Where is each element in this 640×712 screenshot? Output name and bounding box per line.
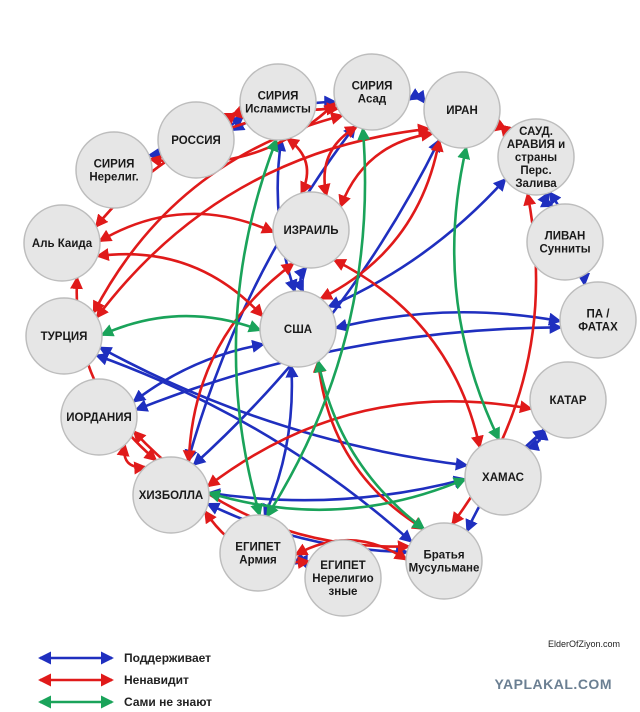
node-label: ЛИВАН: [545, 231, 586, 243]
node-pa_fatah: ПА /ФАТАХ: [559, 281, 637, 359]
relation-support-syria_asad-iran: [407, 88, 426, 105]
relation-hate-iran-turkey: [95, 123, 431, 319]
watermark-text: YAPLAKAL.COM: [495, 676, 613, 692]
legend-item-support: Поддерживает: [38, 651, 211, 665]
node-label: Асад: [358, 94, 387, 106]
node-circle: [304, 539, 382, 617]
node-circle: [526, 203, 604, 281]
legend-item-unknown: Сами не знают: [38, 695, 212, 709]
node-circle: [219, 514, 297, 592]
node-label: ЕГИПЕТ: [320, 560, 365, 572]
node-circle: [75, 131, 153, 209]
node-label: Сунниты: [539, 244, 590, 256]
node-circle: [239, 63, 317, 141]
node-circle: [132, 456, 210, 534]
node-label: США: [284, 324, 312, 336]
node-circle: [60, 378, 138, 456]
node-label: АРАВИЯ и: [507, 139, 565, 151]
node-usa: США: [259, 290, 337, 368]
node-circle: [529, 361, 607, 439]
node-iran: ИРАН: [423, 71, 501, 149]
node-jordan: ИОРДАНИЯ: [60, 378, 138, 456]
relation-support-pa_fatah-jordan: [134, 320, 563, 412]
node-label: Нерелигио: [312, 573, 373, 585]
node-circle: [157, 101, 235, 179]
legend-support-label: Поддерживает: [124, 651, 211, 665]
node-label: ЕГИПЕТ: [235, 542, 280, 554]
node-label: РОССИЯ: [171, 135, 221, 147]
node-russia: РОССИЯ: [157, 101, 235, 179]
node-circle: [559, 281, 637, 359]
legend-hate-label: Ненавидит: [124, 673, 189, 687]
relation-unknown-usa-muslim_brothers: [313, 359, 426, 530]
nodes-layer: СИРИЯИсламистыСИРИЯАсадРОССИЯИРАНСИРИЯНе…: [23, 53, 637, 617]
node-label: Перс.: [520, 165, 551, 177]
node-turkey: ТУРЦИЯ: [25, 297, 103, 375]
legend: Поддерживает Ненавидит Сами не знают: [38, 651, 212, 709]
node-label: зные: [329, 586, 358, 598]
node-label: СИРИЯ: [94, 159, 135, 171]
node-label: ИРАН: [446, 105, 478, 117]
node-label: ХАМАС: [482, 472, 524, 484]
relation-support-israel-usa: [292, 266, 308, 294]
node-label: Армия: [239, 555, 276, 567]
relation-unknown-iran-hamas: [452, 145, 500, 441]
node-circle: [464, 438, 542, 516]
node-circle: [333, 53, 411, 131]
node-label: Залива: [515, 178, 557, 190]
node-label: СИРИЯ: [352, 81, 393, 93]
node-israel: ИЗРАИЛЬ: [272, 191, 350, 269]
node-circle: [497, 118, 575, 196]
node-label: СИРИЯ: [258, 91, 299, 103]
relation-support-turkey-hamas: [98, 346, 469, 471]
node-hezbollah: ХИЗБОЛЛА: [132, 456, 210, 534]
relation-hate-iran-saudi: [492, 118, 513, 139]
node-label: Мусульмане: [409, 563, 480, 575]
node-circle: [272, 191, 350, 269]
legend-item-hate: Ненавидит: [38, 673, 189, 687]
node-label: Исламисты: [245, 104, 311, 116]
node-circle: [259, 290, 337, 368]
relation-hate-syria_islamists-israel: [285, 137, 313, 195]
relation-unknown-hamas-hezbollah: [207, 477, 467, 512]
relation-hate-iran-israel: [338, 128, 435, 209]
node-circle: [423, 71, 501, 149]
node-label: ТУРЦИЯ: [41, 331, 88, 343]
relation-hate-usa-muslim_brothers: [312, 359, 426, 530]
node-label: КАТАР: [549, 395, 586, 407]
node-label: Нерелиг.: [89, 172, 138, 184]
node-label: САУД.: [519, 126, 553, 138]
node-alqaeda: Аль Каида: [23, 204, 101, 282]
node-circle: [23, 204, 101, 282]
relation-unknown-turkey-usa: [100, 314, 262, 337]
node-label: ХИЗБОЛЛА: [139, 490, 204, 502]
node-circle: [25, 297, 103, 375]
legend-unknown-label: Сами не знают: [124, 695, 212, 709]
node-label: Братья: [423, 550, 464, 562]
node-label: ПА /: [587, 309, 611, 321]
node-label: ИОРДАНИЯ: [66, 412, 132, 424]
relation-unknown-syria_asad-egypt_army: [266, 126, 371, 518]
credit-text: ElderOfZiyon.com: [548, 639, 620, 649]
node-label: страны: [515, 152, 557, 164]
node-qatar: КАТАР: [529, 361, 607, 439]
node-circle: [405, 522, 483, 600]
node-label: ФАТАХ: [578, 322, 618, 334]
node-label: Аль Каида: [32, 238, 93, 250]
node-hamas: ХАМАС: [464, 438, 542, 516]
relation-support-usa-pa_fatah: [334, 310, 562, 332]
node-label: ИЗРАИЛЬ: [283, 225, 338, 237]
